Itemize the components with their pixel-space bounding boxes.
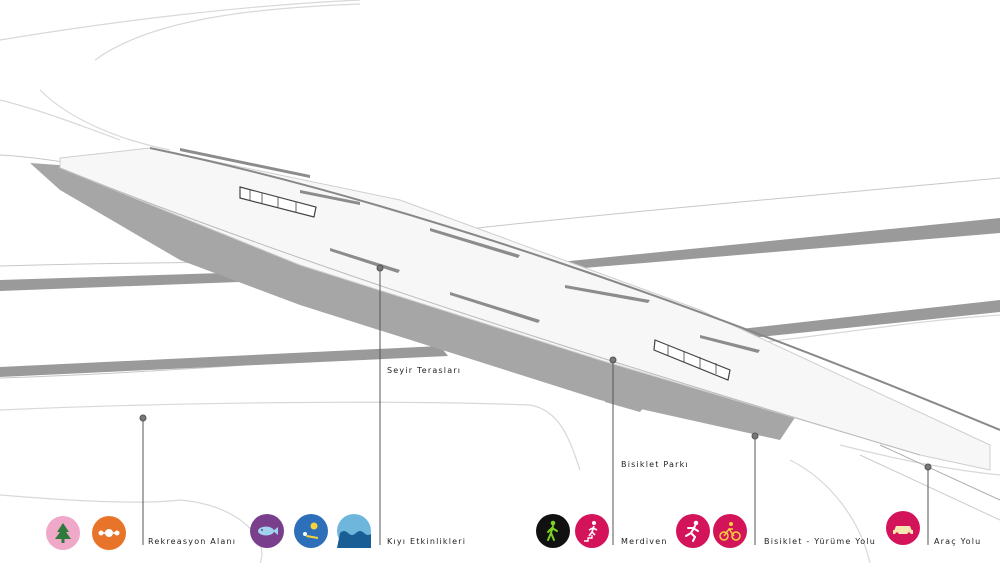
label-kiyi-etkinlikleri: Kıyı Etkinlikleri xyxy=(387,537,467,546)
fireworks-icon xyxy=(92,516,126,550)
tram-left xyxy=(239,186,317,218)
tree-icon xyxy=(46,516,80,550)
label-rekreasyon-alani: Rekreasyon Alanı xyxy=(148,537,237,546)
label-bisiklet-parki: Bisiklet Parkı xyxy=(621,460,689,469)
stairs-icon xyxy=(575,514,609,548)
waves-icon xyxy=(337,514,371,548)
sunbathing-icon xyxy=(294,514,328,548)
label-seyir-teraslari: Seyir Terasları xyxy=(387,366,462,375)
car-icon xyxy=(886,511,920,545)
label-merdiven: Merdiven xyxy=(621,537,668,546)
tram-right xyxy=(653,339,731,381)
walking-person-icon xyxy=(536,514,570,548)
bicycle-icon xyxy=(713,514,747,548)
label-bisiklet-yurume-yolu: Bisiklet - Yürüme Yolu xyxy=(764,537,877,546)
running-icon xyxy=(676,514,710,548)
fish-icon xyxy=(250,514,284,548)
label-arac-yolu: Araç Yolu xyxy=(934,537,982,546)
